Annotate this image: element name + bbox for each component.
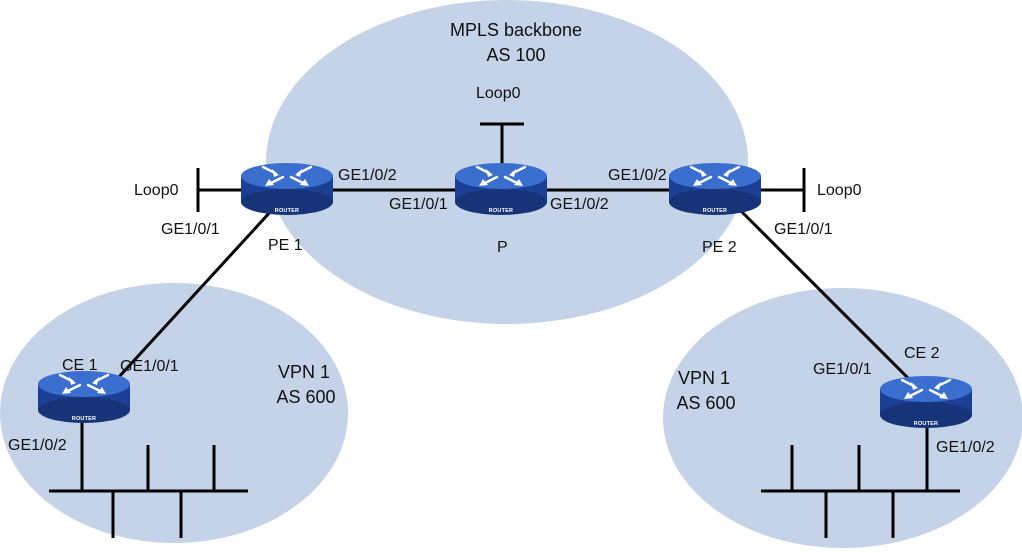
pe1-port-to-p: GE1/0/2 xyxy=(338,167,397,184)
router-p[interactable]: ROUTER xyxy=(453,161,549,217)
router-ce2[interactable]: ROUTER xyxy=(878,374,974,430)
vpn-right-as: AS 600 xyxy=(676,393,735,413)
router-pe1[interactable]: ROUTER xyxy=(239,161,335,217)
p-name: P xyxy=(497,239,508,256)
ce2-port-to-lan: GE1/0/2 xyxy=(936,439,995,456)
pe2-loop-label: Loop0 xyxy=(817,182,862,199)
pe2-port-to-ce: GE1/0/1 xyxy=(774,221,833,238)
pe1-name: PE 1 xyxy=(268,237,303,254)
p-port-to-pe1: GE1/0/1 xyxy=(389,196,448,213)
p-loop-label: Loop0 xyxy=(476,85,521,102)
router-pe1-tag: ROUTER xyxy=(275,208,299,214)
vpn-left-as: AS 600 xyxy=(276,387,335,407)
router-ce2-tag: ROUTER xyxy=(914,421,938,427)
vpn-right-zone xyxy=(663,288,1022,548)
backbone-title: MPLS backbone xyxy=(450,20,582,40)
router-p-tag: ROUTER xyxy=(489,208,513,214)
pe2-name: PE 2 xyxy=(702,239,737,256)
link-pe2-ce2 xyxy=(738,208,910,380)
ce1-port-to-lan: GE1/0/2 xyxy=(8,437,67,454)
pe1-port-to-ce: GE1/0/1 xyxy=(161,221,220,238)
vpn-right-title: VPN 1 xyxy=(678,368,730,388)
ce2-name: CE 2 xyxy=(904,345,940,362)
link-pe1-ce1 xyxy=(116,208,274,380)
pe2-port-to-p: GE1/0/2 xyxy=(608,167,667,184)
ce1-name: CE 1 xyxy=(62,357,98,374)
vpn-left-zone xyxy=(0,283,348,543)
mpls-backbone-zone xyxy=(266,0,748,324)
router-ce1-tag: ROUTER xyxy=(72,416,96,422)
ce2-port-to-pe: GE1/0/1 xyxy=(813,361,872,378)
router-ce1[interactable]: ROUTER xyxy=(36,369,132,425)
pe1-loop-label: Loop0 xyxy=(134,182,179,199)
p-port-to-pe2: GE1/0/2 xyxy=(550,196,609,213)
router-pe2[interactable]: ROUTER xyxy=(667,161,763,217)
backbone-as: AS 100 xyxy=(486,45,545,65)
ce1-port-to-pe: GE1/0/1 xyxy=(120,358,179,375)
vpn-left-title: VPN 1 xyxy=(278,362,330,382)
router-pe2-tag: ROUTER xyxy=(703,208,727,214)
